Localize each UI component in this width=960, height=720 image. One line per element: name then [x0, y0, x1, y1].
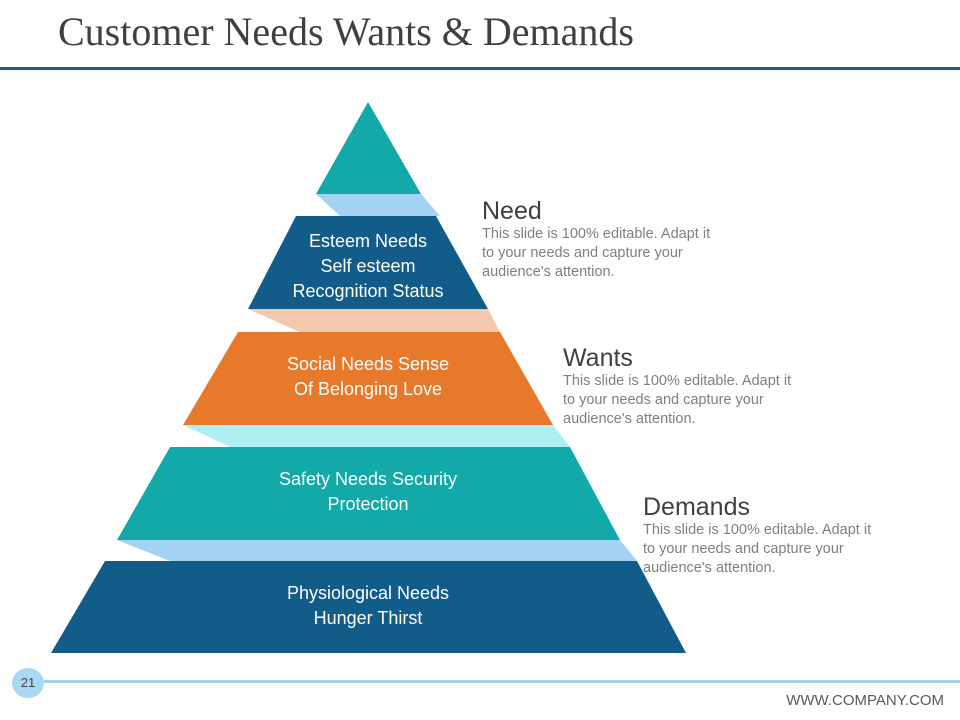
callout-text: This slide is 100% editable. Adapt it — [482, 226, 711, 242]
tier-label-line: Self esteem — [320, 256, 416, 276]
page-number-badge: 21 — [12, 668, 44, 698]
callout-heading: Need — [482, 197, 542, 225]
callout-wants: Wants This slide is 100% editable. Adapt… — [563, 344, 843, 429]
tier-social — [183, 332, 553, 425]
callout-heading: Wants — [563, 344, 633, 372]
connector-3 — [183, 425, 570, 447]
callout-heading: Demands — [643, 493, 750, 521]
title-underline — [0, 67, 960, 70]
tier-physiological — [51, 561, 686, 653]
callout-text: audience's attention. — [643, 560, 776, 576]
tier-social-label: Social Needs Sense Of Belonging Love — [218, 352, 518, 402]
callout-text: audience's attention. — [563, 411, 696, 427]
tier-label-line: Of Belonging Love — [293, 379, 443, 399]
tier-physiological-label: Physiological Needs Hunger Thirst — [218, 581, 518, 631]
tier-safety — [117, 447, 620, 540]
tier-label-line: Recognition Status — [292, 281, 444, 301]
tier-label-line: Safety Needs Security — [278, 469, 458, 489]
pyramid-apex — [316, 102, 421, 194]
tier-safety-label: Safety Needs Security Protection — [218, 467, 518, 517]
callout-text: This slide is 100% editable. Adapt it — [643, 522, 872, 538]
connector-2 — [248, 309, 500, 332]
callout-text: to your needs and capture your — [643, 541, 844, 557]
tier-esteem — [248, 216, 488, 309]
callout-text: This slide is 100% editable. Adapt it — [563, 373, 792, 389]
tier-label-line: Esteem Needs — [308, 231, 428, 251]
callout-need: Need This slide is 100% editable. Adapt … — [482, 197, 762, 282]
callout-text: to your needs and capture your — [482, 245, 683, 261]
connector-1 — [316, 194, 440, 216]
footer-divider — [44, 680, 960, 683]
tier-label-line: Protection — [327, 494, 409, 514]
callout-text: to your needs and capture your — [563, 392, 764, 408]
callout-text: audience's attention. — [482, 264, 615, 280]
tier-label-line: Physiological Needs — [286, 583, 450, 603]
company-website: WWW.COMPANY.COM — [786, 692, 944, 709]
connector-4 — [117, 540, 637, 561]
tier-label-line: Hunger Thirst — [313, 608, 423, 628]
slide-title: Customer Needs Wants & Demands — [58, 9, 634, 54]
callout-demands: Demands This slide is 100% editable. Ada… — [643, 493, 923, 578]
tier-esteem-label: Esteem Needs Self esteem Recognition Sta… — [218, 229, 518, 304]
tier-label-line: Social Needs Sense — [286, 354, 450, 374]
